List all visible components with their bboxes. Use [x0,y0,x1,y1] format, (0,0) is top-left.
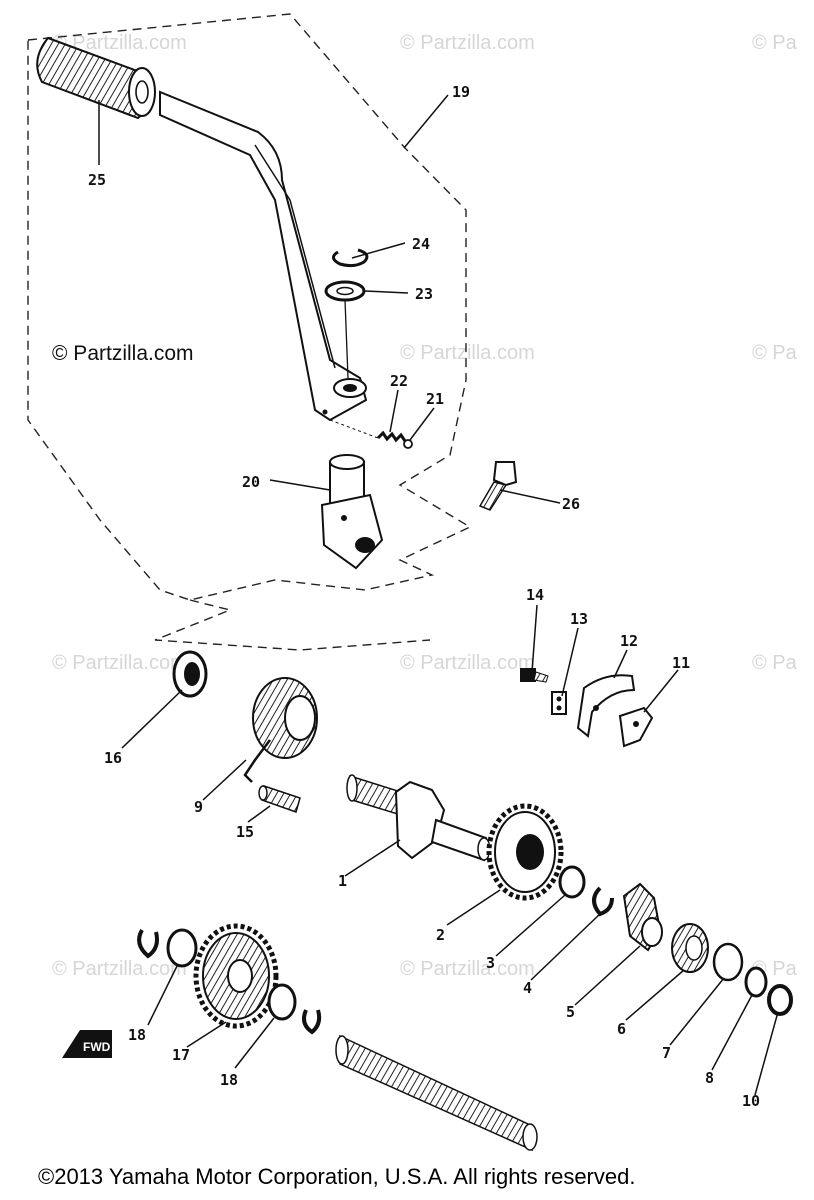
watermark: © Pa [752,652,797,674]
circlip [302,1009,322,1035]
callout-19: 19 [452,83,470,101]
watermark: © Partzilla.com [52,32,187,54]
callout-8: 8 [705,1069,714,1087]
callout-5: 5 [566,1003,575,1021]
callout-11: 11 [672,654,690,672]
kick-grip [36,36,156,120]
ratchet-spring [671,923,709,973]
copyright-notice: ©2013 Yamaha Motor Corporation, U.S.A. A… [38,1164,636,1189]
spring-guide [258,785,301,813]
kick-axle [346,774,491,862]
callout-23: 23 [415,285,433,303]
callout-4: 4 [523,979,532,997]
watermark: © Partzilla.com [400,32,535,54]
callout-21: 21 [426,390,444,408]
stopper-bolt [520,668,549,683]
watermark: © Partzilla.com [400,342,535,364]
torsion-spring [243,677,318,783]
watermark: © Partzilla.com [400,652,535,674]
stopper-plate [576,674,636,738]
callout-12: 12 [620,632,638,650]
circlip [332,248,369,268]
callout-24: 24 [412,235,430,253]
callout-10: 10 [742,1092,760,1110]
callout-6: 6 [617,1020,626,1038]
watermark: © Partzilla.com [52,652,187,674]
watermark: © Pa [752,342,797,364]
callout-2: 2 [436,926,445,944]
callout-numbers: 1 2 3 4 5 6 7 8 10 9 11 12 13 14 15 16 1… [88,83,760,1110]
leader-lines [98,94,779,1096]
shaft-outline [154,599,431,651]
callout-20: 20 [242,473,260,491]
main-axle [335,1034,538,1152]
clip [618,706,654,748]
circlip [137,929,159,959]
washer [166,928,198,968]
kick-boss [320,454,384,570]
callout-15: 15 [236,823,254,841]
callout-1: 1 [338,872,347,890]
callout-22: 22 [390,372,408,390]
callout-17: 17 [172,1046,190,1064]
washer [558,865,586,899]
washer [744,966,768,998]
callout-9: 9 [194,798,203,816]
callout-18: 18 [220,1071,238,1089]
assembly-outline [27,13,472,601]
callout-7: 7 [662,1044,671,1062]
watermark: © Pa [752,32,797,54]
spring-cover [712,942,744,982]
callout-3: 3 [486,954,495,972]
detent-spring [376,430,407,443]
kick-lever-arm [159,90,368,422]
washer [267,983,297,1021]
pinch-bolt [478,461,518,511]
callout-16: 16 [104,749,122,767]
detent-ball [403,439,413,449]
oil-seal [172,650,208,698]
callout-26: 26 [562,495,580,513]
watermark: © Partzilla.com [400,958,535,980]
washer [767,984,793,1016]
washer [324,280,366,302]
watermark: © Partzilla.com [52,958,187,980]
pin [551,691,567,715]
fwd-badge: FWD [62,1030,112,1058]
callout-18: 18 [128,1026,146,1044]
callout-25: 25 [88,171,106,189]
callout-13: 13 [570,610,588,628]
idler-gear [193,923,279,1029]
circlip [592,886,614,917]
fwd-label: FWD [83,1040,111,1054]
kick-gear [486,803,564,901]
ratchet-wheel [622,882,663,952]
callout-14: 14 [526,586,544,604]
watermark-dark: © Partzilla.com [52,342,194,365]
